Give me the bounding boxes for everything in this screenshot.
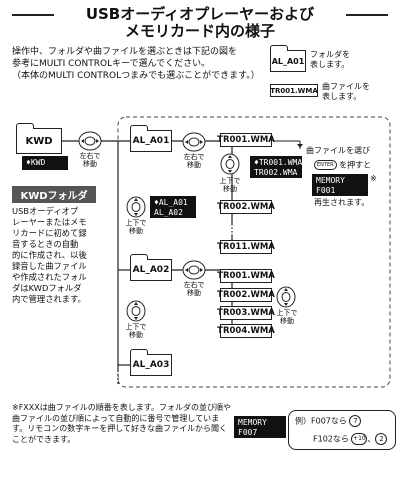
legend-file-desc: 曲ファイルを表します。 [322, 82, 370, 101]
example-line-2: F102なら +10、2 [313, 433, 388, 445]
ud-move-label: 上下で移動 [125, 219, 147, 235]
example-line-1: 例）F007なら 7 [295, 415, 362, 427]
folder-al-a01: AL_A01 [129, 125, 172, 152]
file-a01-tr011: TR011.WMA [217, 240, 275, 254]
multi-control-icon [126, 300, 146, 322]
folder-al-a03: AL_A03 [129, 349, 172, 376]
kwd-lcd: ♦KWD [22, 156, 68, 170]
legend-file-icon: TR001.WMA [270, 84, 318, 97]
page-title: USBオーディオプレーヤーおよび メモリカード内の様子 [0, 6, 400, 40]
title-line-2: メモリカード内の様子 [124, 22, 275, 40]
intro-line-3: （本体のMULTI CONTROLつまみでも選ぶことができます。） [12, 71, 260, 81]
footnote: ※FXXXは曲ファイルの順番を表します。フォルダの並び順や曲ファイルの並び順によ… [12, 403, 231, 444]
ud-move-label: 上下で移動 [125, 323, 147, 339]
multi-control-icon [220, 153, 240, 175]
multi-control-icon [78, 131, 102, 151]
ud-move-label: 上下で移動 [276, 309, 298, 325]
playback-text: 再生されます。 [314, 198, 370, 207]
title-rule-right [346, 14, 388, 16]
example-box: 例）F007なら 7 F102なら +10、2 [288, 410, 396, 450]
lr-move-label: 左右で移動 [183, 153, 205, 169]
file-lcd: ♦TR001.WMA TR002.WMA [250, 156, 302, 178]
note-mark: ※ [370, 174, 377, 183]
key-plus10-icon: +10 [351, 433, 368, 445]
file-a02-tr003: TR003.WMA [217, 306, 275, 320]
enter-instruction: ENTER を押すと [314, 160, 371, 171]
intro-line-1: 操作中、フォルダや曲ファイルを選ぶときは下記の図を [12, 47, 238, 57]
enter-key-icon: ENTER [314, 160, 337, 170]
intro-text: 操作中、フォルダや曲ファイルを選ぶときは下記の図を 参考にMULTI CONTR… [12, 46, 260, 82]
kwd-folder: KWD [15, 123, 62, 154]
file-a02-tr002: TR002.WMA [217, 288, 275, 302]
multi-control-icon [182, 132, 206, 152]
multi-control-icon [276, 286, 296, 308]
intro-line-2: 参考にMULTI CONTROLキーで選んでください。 [12, 59, 211, 69]
ud-move-label: 上下で移動 [219, 177, 241, 193]
lr-move-label: 左右で移動 [79, 152, 101, 168]
title-line-1: USBオーディオプレーヤーおよび [85, 5, 315, 23]
key-2-icon: 2 [375, 433, 388, 445]
multi-control-icon [182, 260, 206, 280]
file-a02-tr004: TR004.WMA [217, 324, 275, 338]
select-text: 曲ファイルを選び [306, 146, 370, 155]
file-a01-tr002: TR002.WMA [217, 200, 275, 214]
key-7-icon: 7 [349, 415, 362, 427]
legend-folder-desc: フォルダを表します。 [310, 50, 350, 69]
file-a02-tr001: TR001.WMA [217, 269, 275, 283]
file-a01-tr001: TR001.WMA [217, 133, 275, 147]
legend-folder-icon: AL_A01 [269, 45, 306, 72]
multi-control-icon [126, 196, 146, 218]
kwd-heading: KWDフォルダ [12, 186, 96, 203]
lr-move-label: 左右で移動 [183, 281, 205, 297]
folder-lcd: ♦AL_A01 AL_A02 [150, 196, 196, 218]
folder-al-a02: AL_A02 [129, 254, 172, 281]
kwd-description: USBオーディオプレーヤーまたはメモリカードに初めて録 音するときの自動的に作成… [12, 206, 87, 304]
title-rule-left [12, 14, 54, 16]
